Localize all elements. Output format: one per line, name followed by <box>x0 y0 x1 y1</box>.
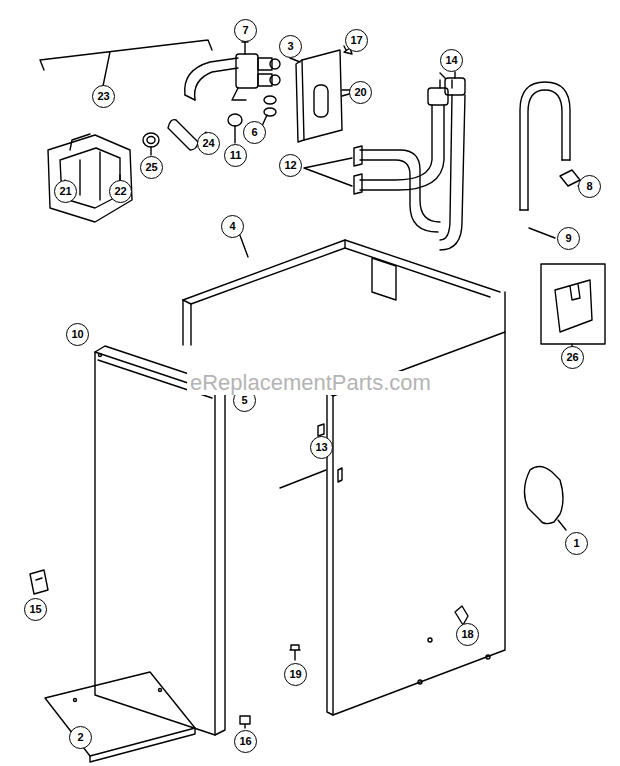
callout-number: 2 <box>69 726 92 749</box>
watermark: eReplacementParts.com <box>187 371 434 395</box>
callout-number: 12 <box>279 154 302 177</box>
callout-number: 16 <box>234 730 257 753</box>
callout-number: 25 <box>140 156 163 179</box>
callout-number: 18 <box>456 623 479 646</box>
callout-number: 6 <box>243 121 266 144</box>
callout-number: 17 <box>345 29 368 52</box>
callout-number: 20 <box>349 81 372 104</box>
callout-number: 7 <box>234 19 257 42</box>
callout-number: 11 <box>224 144 247 167</box>
callout-number: 23 <box>92 85 115 108</box>
callout-number: 24 <box>197 132 220 155</box>
callout-number: 1 <box>565 532 588 555</box>
callout-number: 3 <box>279 35 302 58</box>
callout-number: 15 <box>24 598 47 621</box>
callout-number: 4 <box>221 215 244 238</box>
callout-number: 10 <box>66 323 89 346</box>
callout-number: 9 <box>557 227 580 250</box>
callout-number: 22 <box>109 180 132 203</box>
callout-number: 21 <box>54 180 77 203</box>
callout-number: 14 <box>440 49 463 72</box>
callout-number: 8 <box>578 175 601 198</box>
callout-number: 19 <box>284 663 307 686</box>
callout-number: 13 <box>310 436 333 459</box>
callout-number: 26 <box>561 346 584 369</box>
